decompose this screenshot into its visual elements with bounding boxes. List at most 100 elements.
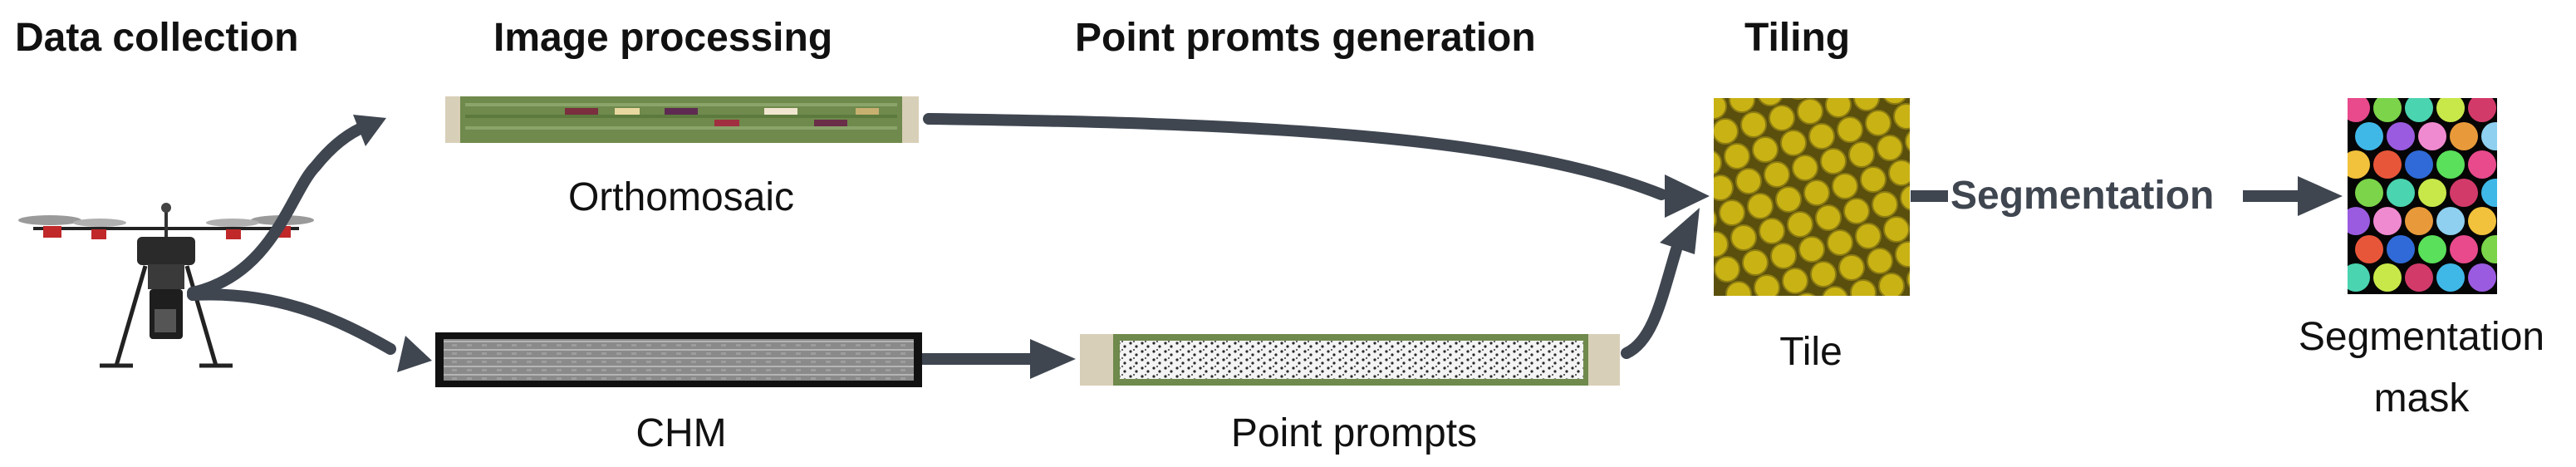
mask-segment xyxy=(2418,235,2446,263)
tile-plant xyxy=(1714,231,1729,258)
tile-plant xyxy=(1718,62,1743,87)
tile-plant xyxy=(1810,261,1837,288)
tile-plant xyxy=(1900,184,1910,211)
tile-plant xyxy=(2020,240,2045,265)
mask-segment xyxy=(2387,179,2415,207)
tile-plant xyxy=(1685,125,1710,150)
tile-plant xyxy=(1980,222,2005,247)
tile-plant xyxy=(1827,229,1853,256)
tile-plant xyxy=(1714,150,1722,175)
tile-plant xyxy=(1820,148,1847,175)
tile-plant xyxy=(1825,98,1852,118)
tile-plant xyxy=(1906,270,1910,288)
mask-segment xyxy=(2468,150,2496,179)
label-chm: CHM xyxy=(635,411,727,455)
tile-plant xyxy=(1815,204,1842,231)
tile-plant xyxy=(1853,98,1880,111)
arrow-orthomosaic-to-tile xyxy=(923,113,1710,218)
label-tile: Tile xyxy=(1779,330,1842,374)
tile-plant xyxy=(1714,256,1740,283)
tile-plant xyxy=(1847,4,1872,29)
orthomosaic-image xyxy=(445,96,919,143)
tile-plant xyxy=(1798,236,1825,263)
tile-plant xyxy=(1871,54,1896,79)
tile-plant xyxy=(1962,116,1987,140)
tile-plant xyxy=(1730,224,1757,251)
tile-plant xyxy=(1754,274,1780,296)
tile-plant xyxy=(1742,249,1769,276)
tile-plant xyxy=(1855,223,1882,249)
tile-plant xyxy=(1848,141,1875,168)
tile-plant xyxy=(1934,122,1959,147)
tile-plant xyxy=(1690,69,1715,94)
tile-plant xyxy=(1883,216,1910,243)
tile-plant xyxy=(1766,300,1791,325)
mask-segment xyxy=(2450,235,2478,263)
mask-segment xyxy=(2348,150,2370,179)
mask-segment xyxy=(2355,235,2383,263)
tile-plant xyxy=(1622,57,1646,82)
tile-plant xyxy=(1895,241,1910,268)
mask-segment xyxy=(2418,122,2446,150)
tile-plant xyxy=(1883,98,1906,105)
arrow-drone-to-orthomosaic xyxy=(187,115,386,298)
tile-plant xyxy=(1952,229,1977,253)
tile-plant xyxy=(1787,211,1813,238)
tile-plant xyxy=(1842,61,1867,86)
tile-plant xyxy=(1860,166,1887,193)
mask-segment xyxy=(2450,122,2478,150)
chm-image xyxy=(435,332,922,387)
tile-plant xyxy=(1714,210,1717,229)
mask-segment xyxy=(2387,122,2415,150)
tile-plant xyxy=(1752,136,1779,163)
mask-segment xyxy=(2355,179,2383,207)
tile-plant xyxy=(1867,248,1893,274)
tile-plant xyxy=(1724,143,1750,170)
mask-segment xyxy=(2405,98,2433,122)
arrow-segmentation-to-mask xyxy=(2243,176,2343,216)
tile-plant xyxy=(1850,279,1877,296)
tile-plant xyxy=(1759,218,1785,244)
tile-plant xyxy=(1888,160,1910,186)
mask-segment xyxy=(2436,98,2465,122)
tile-plant xyxy=(1887,22,1912,47)
tile-plant xyxy=(1792,155,1818,181)
tile-plant xyxy=(1859,29,1884,54)
mask-segment xyxy=(2348,98,2370,122)
mask-segment xyxy=(2348,263,2370,292)
arrow-chm-to-point-prompts xyxy=(922,339,1076,379)
mask-segment xyxy=(2373,98,2402,122)
tile-plant xyxy=(1916,16,1941,41)
mask-segment xyxy=(2373,150,2402,179)
tile-plant xyxy=(1792,98,1805,100)
tile-plant xyxy=(1974,140,1999,165)
mask-segment xyxy=(2373,263,2402,292)
tile-plant xyxy=(1843,198,1870,224)
tile-plant xyxy=(1838,254,1865,281)
tile-plant xyxy=(1782,268,1808,294)
tile-plant xyxy=(1714,175,1734,201)
tile-plant xyxy=(1714,98,1727,120)
drone-icon xyxy=(18,203,314,368)
stage-tiling: Tiling xyxy=(1744,16,1851,60)
label-segmentation-mask-line2: mask xyxy=(2373,376,2470,420)
mask-segment xyxy=(2436,263,2465,292)
tile-plant xyxy=(1633,82,1658,107)
mask-segment xyxy=(2348,207,2370,235)
tile-plant xyxy=(1899,47,1924,72)
mask-segment xyxy=(2481,235,2497,263)
tile-plant xyxy=(1939,66,1964,91)
mask-segment xyxy=(2481,179,2497,207)
tile-plant xyxy=(1706,37,1731,62)
tile-plant xyxy=(1735,168,1762,194)
mask-segment xyxy=(2468,98,2496,122)
tile-plant xyxy=(1650,51,1675,76)
mask-segment xyxy=(2436,150,2465,179)
mask-segment xyxy=(2405,207,2433,235)
tile-plant xyxy=(1775,186,1802,213)
tile-plant xyxy=(1922,97,1947,122)
mask-segment xyxy=(2355,122,2383,150)
tile-plant xyxy=(1905,130,1910,152)
segmentation-mask-image xyxy=(2348,98,2497,294)
